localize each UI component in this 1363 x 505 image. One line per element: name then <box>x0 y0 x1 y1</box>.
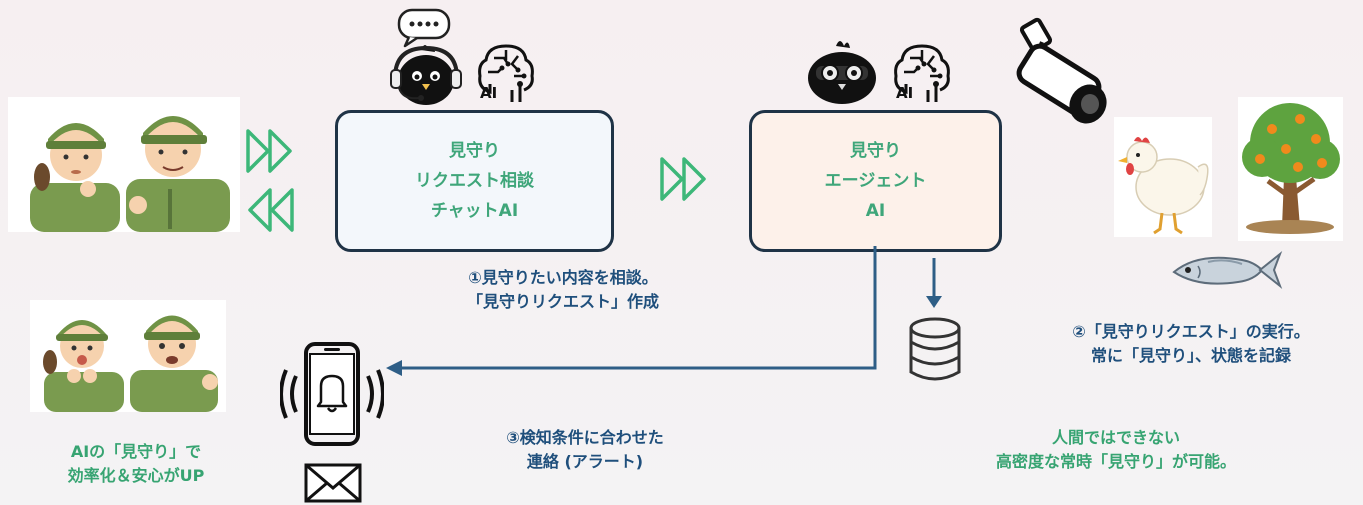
step3-caption: ③検知条件に合わせた 連絡 (アラート) <box>450 426 720 474</box>
ai-brain-icon: AI <box>890 40 954 104</box>
agent-box-line3: AI <box>865 201 886 221</box>
double-arrow-left-icon <box>248 188 294 232</box>
step1-caption: ①見守りたい内容を相談。 「見守りリクエスト」作成 <box>398 266 728 314</box>
agent-box-line2: エージェント <box>824 171 927 191</box>
watch-agent-ai-box: 見守り エージェント AI <box>749 110 1002 252</box>
mail-envelope-icon <box>304 463 362 503</box>
database-icon <box>909 317 961 381</box>
step2-line2: 常に「見守り」、状態を記録 <box>1090 346 1291 365</box>
benefit-right-line2: 高密度な常時「見守り」が可能。 <box>995 452 1236 471</box>
consult-box-line2: リクエスト相談 <box>415 171 534 191</box>
benefit-left-line1: AIの「見守り」で <box>70 442 202 461</box>
agent-box-line1: 見守り <box>850 141 901 161</box>
benefit-right-caption: 人間ではできない 高密度な常時「見守り」が可能。 <box>946 426 1286 474</box>
fish-illustration <box>1172 250 1283 290</box>
chatbot-bird-headset-icon <box>390 8 462 105</box>
chicken-illustration <box>1114 117 1212 237</box>
orange-tree-illustration <box>1238 97 1343 241</box>
step2-line1: ②「見守りリクエスト」の実行。 <box>1072 322 1310 341</box>
double-arrow-right-icon <box>246 129 292 173</box>
ai-badge-label: AI <box>896 84 914 102</box>
benefit-left-caption: AIの「見守り」で 効率化＆安心がUP <box>18 440 254 488</box>
benefit-left-line2: 効率化＆安心がUP <box>67 466 205 485</box>
ai-badge-label: AI <box>480 84 498 102</box>
step1-line2: 「見守りリクエスト」作成 <box>466 292 659 311</box>
record-flow-arrow <box>926 258 942 308</box>
consult-box-line1: 見守り <box>449 141 500 161</box>
farmers-surprised-illustration <box>30 300 226 412</box>
step3-line1: ③検知条件に合わせた <box>506 428 664 447</box>
farmers-consulting-illustration <box>8 97 240 232</box>
double-arrow-right-icon <box>660 157 706 201</box>
consult-chat-ai-box: 見守り リクエスト相談 チャットAI <box>335 110 614 252</box>
alert-flow-arrow <box>386 246 877 376</box>
consult-box-line3: チャットAI <box>430 201 519 221</box>
smartphone-notification-icon <box>280 342 384 446</box>
agent-bird-goggles-icon <box>808 41 876 104</box>
security-camera-icon <box>1016 17 1107 124</box>
step2-caption: ②「見守りリクエスト」の実行。 常に「見守り」、状態を記録 <box>1024 320 1358 368</box>
benefit-right-line1: 人間ではできない <box>1051 428 1180 447</box>
step1-line1: ①見守りたい内容を相談。 <box>468 268 658 287</box>
ai-brain-icon: AI <box>474 40 538 104</box>
step3-line2: 連絡 (アラート) <box>526 452 644 471</box>
